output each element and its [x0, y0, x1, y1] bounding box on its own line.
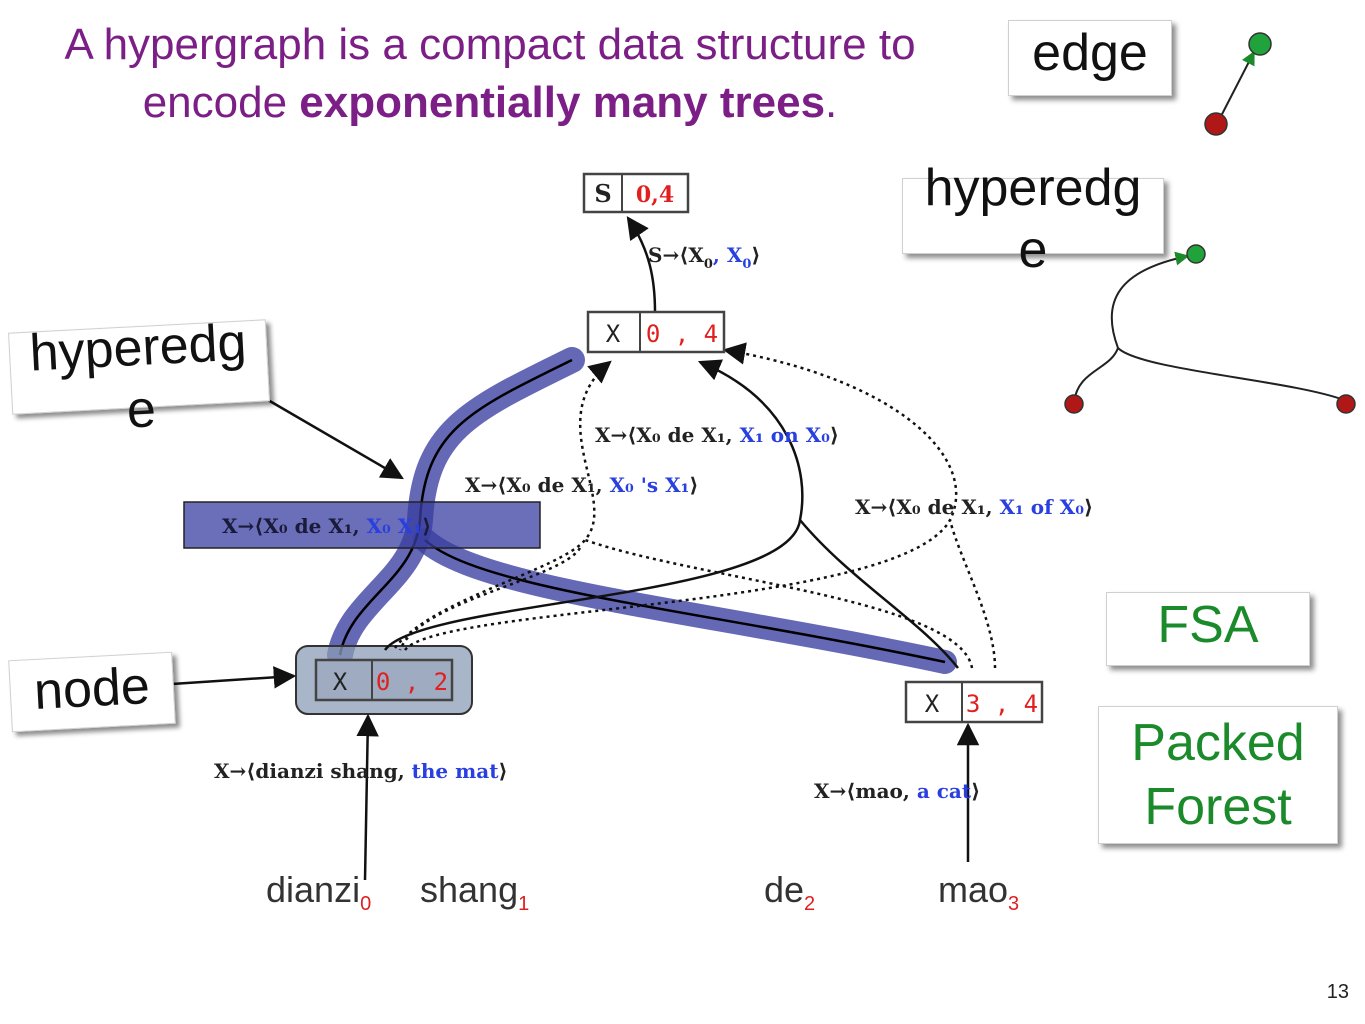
- node-s04-span: 0,4: [636, 182, 674, 208]
- callout-node: node: [8, 651, 176, 733]
- node-s04: S 0,4: [582, 172, 690, 214]
- callout-hyperedge-left: hyperedg e: [8, 313, 270, 440]
- title-line-2-bold: exponentially many trees: [299, 78, 826, 127]
- word-shang: shang1: [420, 869, 529, 915]
- callout-packed-forest-text: Packed Forest: [1131, 714, 1305, 836]
- node-x04-label: X: [606, 320, 621, 348]
- callout-fsa-text: FSA: [1157, 596, 1259, 654]
- hyperedge-head-icon: [1186, 244, 1206, 264]
- callout-fsa: FSA: [1106, 592, 1310, 666]
- title-line-2-post: .: [825, 78, 838, 127]
- node-x34-span: 3 , 4: [966, 690, 1038, 718]
- edge-dotted-of: [404, 342, 958, 651]
- tail-node-icon: [1204, 112, 1228, 136]
- highlighted-rule-box: [183, 501, 541, 549]
- head-node-icon: [1248, 32, 1272, 56]
- node-x34: X 3 , 4: [904, 680, 1044, 724]
- edge-dotted-s: [393, 360, 612, 649]
- edge-illustration: [1204, 32, 1272, 136]
- callout-packed-forest: Packed Forest: [1098, 706, 1338, 844]
- node-x04-span: 0 , 4: [646, 320, 718, 348]
- callout-hyperedge-top-text: hyperedg e: [924, 159, 1142, 279]
- callout-hyperedge-top: hyperedg e: [902, 159, 1164, 279]
- edge-dotted-left: [398, 547, 582, 651]
- rule-possessive: X→⟨X₀ de X₁, X₀ 's X₁⟩: [465, 473, 699, 497]
- arrow-node-callout: [171, 666, 297, 689]
- rule-mao: X→⟨mao, a cat⟩: [814, 779, 980, 803]
- word-dianzi: dianzi0: [266, 869, 371, 915]
- node-s04-label: S: [594, 179, 611, 208]
- hyperedge-tail-right-icon: [1336, 394, 1356, 414]
- node-x02-span: 0 , 2: [376, 668, 448, 696]
- edge-x04-to-s04: [626, 216, 657, 313]
- rule-of: X→⟨X₀ de X₁, X₁ of X₀⟩: [855, 495, 1093, 519]
- rule-dianzi: X→⟨dianzi shang, the mat⟩: [214, 759, 508, 783]
- edge-dianzi-to-x02: [356, 713, 379, 881]
- edge-solid-on: [383, 359, 804, 651]
- callout-edge: edge: [1008, 20, 1172, 96]
- slide-number: 13: [1326, 981, 1349, 1003]
- edge-dotted-of-branch: [948, 519, 997, 669]
- callout-node-text: node: [32, 657, 152, 721]
- callout-edge-text: edge: [1032, 24, 1148, 82]
- rule-on: X→⟨X₀ de X₁, X₁ on X₀⟩: [595, 423, 839, 447]
- node-x02: X 0 , 2: [314, 658, 454, 702]
- slide-title: A hypergraph is a compact data structure…: [10, 16, 970, 132]
- title-line-2-pre: encode: [142, 78, 300, 127]
- rule-s: S→⟨X0, X0⟩: [648, 243, 761, 272]
- node-x34-label: X: [925, 690, 940, 718]
- word-de: de2: [764, 869, 815, 915]
- hyperedge-tail-left-icon: [1064, 394, 1084, 414]
- arrow-hyperedge-callout: [267, 398, 404, 480]
- word-mao: mao3: [938, 869, 1019, 915]
- rule-highlighted: X→⟨X₀ de X₁, X₀ X₁⟩: [222, 514, 431, 538]
- title-line-1: A hypergraph is a compact data structure…: [64, 20, 916, 69]
- hyperedge-illustration: [1064, 244, 1356, 414]
- hyperedges: [171, 216, 997, 881]
- callout-hyperedge-left-text: hyperedg e: [28, 313, 248, 440]
- node-x02-label: X: [333, 668, 348, 696]
- edge-solid-on-branch: [799, 519, 959, 669]
- node-x04: X 0 , 4: [586, 310, 726, 354]
- source-words: dianzi0 shang1 de2 mao3: [266, 869, 1019, 915]
